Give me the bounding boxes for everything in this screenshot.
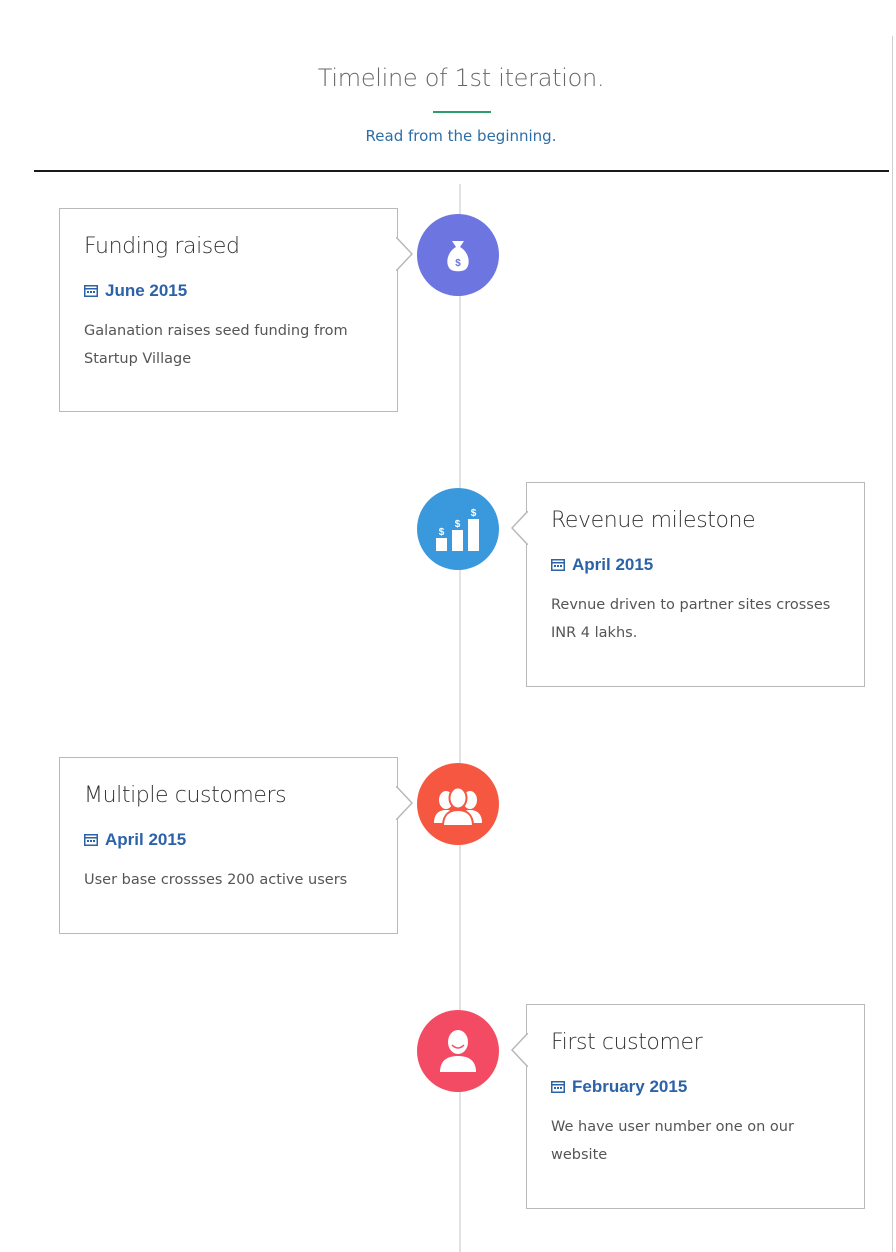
user-icon bbox=[440, 1030, 476, 1072]
svg-text:$: $ bbox=[455, 519, 461, 530]
timeline-header: Timeline of 1st iteration. Read from the… bbox=[0, 0, 896, 172]
event-date: June 2015 bbox=[84, 281, 187, 301]
users-group-icon bbox=[434, 786, 482, 827]
header-divider bbox=[34, 170, 889, 172]
event-title: Funding raised bbox=[84, 234, 240, 259]
event-description: User base crossses 200 active users bbox=[84, 872, 348, 888]
revenue-bars-icon: $ $ $ bbox=[436, 508, 479, 551]
calendar-icon bbox=[551, 1081, 565, 1093]
card-pointer bbox=[396, 786, 414, 820]
event-description: Galanation raises seed funding from Star… bbox=[84, 323, 348, 367]
timeline-node-first-customer bbox=[417, 1010, 499, 1092]
timeline-card-first-customer: First customer February 2015 We have use… bbox=[510, 1004, 865, 1209]
money-bag-icon: $ bbox=[447, 241, 469, 272]
timeline-node-funding: $ bbox=[417, 214, 499, 296]
read-from-beginning-link[interactable]: Read from the beginning. bbox=[365, 127, 557, 145]
card-pointer bbox=[510, 511, 528, 545]
timeline-node-revenue: $ $ $ bbox=[417, 488, 499, 570]
page-right-border bbox=[892, 36, 893, 1252]
timeline-card-customers: Multiple customers April 2015 User base … bbox=[59, 757, 414, 934]
title-underline bbox=[433, 111, 491, 113]
svg-text:$: $ bbox=[439, 527, 445, 538]
card-pointer bbox=[396, 237, 414, 271]
event-title: First customer bbox=[551, 1030, 703, 1055]
event-date: April 2015 bbox=[84, 830, 186, 850]
event-date: April 2015 bbox=[551, 555, 653, 575]
calendar-icon bbox=[551, 559, 565, 571]
event-date-text: April 2015 bbox=[572, 555, 654, 574]
event-date: February 2015 bbox=[551, 1077, 687, 1097]
card-pointer bbox=[510, 1033, 528, 1067]
svg-text:$: $ bbox=[471, 508, 477, 519]
calendar-icon bbox=[84, 285, 98, 297]
page-title: Timeline of 1st iteration. bbox=[317, 64, 605, 92]
svg-text:$: $ bbox=[455, 258, 461, 269]
timeline-card-funding: Funding raised June 2015 Galanation rais… bbox=[59, 208, 414, 412]
timeline-axis bbox=[459, 184, 461, 1252]
timeline-card-revenue: Revenue milestone April 2015 Revnue driv… bbox=[510, 482, 865, 687]
event-title: Revenue milestone bbox=[551, 508, 756, 533]
event-title: Multiple customers bbox=[84, 783, 287, 808]
event-description: We have user number one on our website bbox=[551, 1119, 794, 1163]
event-description: Revnue driven to partner sites crosses I… bbox=[551, 597, 831, 641]
event-date-text: February 2015 bbox=[572, 1077, 688, 1096]
timeline-node-customers bbox=[417, 763, 499, 845]
event-date-text: June 2015 bbox=[105, 281, 188, 300]
calendar-icon bbox=[84, 834, 98, 846]
event-date-text: April 2015 bbox=[105, 830, 187, 849]
